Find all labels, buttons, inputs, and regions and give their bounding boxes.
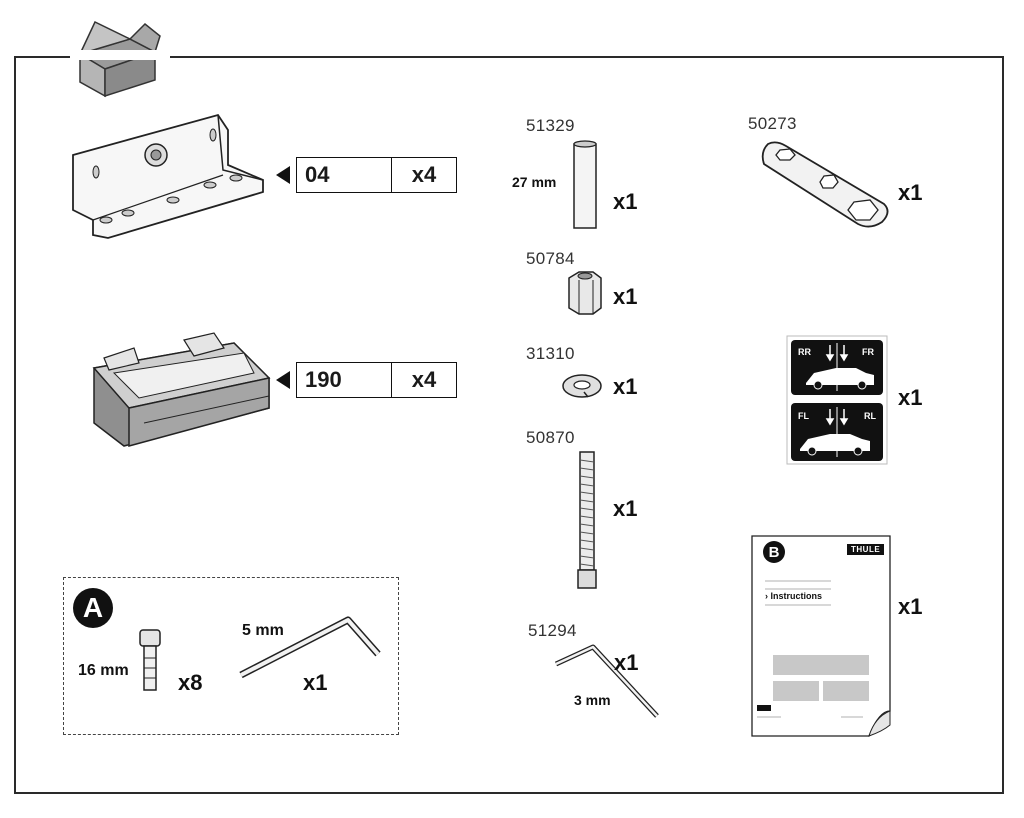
foot-pad-qty: x4 (411, 367, 437, 392)
foot-pad-tag: 190 x4 (276, 361, 457, 399)
booklet-qty: x1 (898, 594, 923, 619)
spacer-tube-illustration (573, 140, 597, 229)
hex-key-5mm-illustration (239, 616, 381, 679)
spacer-length: 27 mm (512, 174, 557, 190)
spacer-qty: x1 (613, 189, 638, 214)
threaded-rod-qty: x1 (613, 496, 638, 521)
hex-key-3mm-size: 3 mm (574, 692, 611, 708)
wrench-illustration (761, 141, 889, 228)
foot-pad-code: 190 (297, 363, 392, 397)
nut-qty: x1 (613, 284, 638, 309)
booklet-title-text: Instructions (770, 591, 823, 601)
parts-frame (14, 56, 1004, 794)
hex-key-5mm-qty: x1 (303, 670, 328, 695)
part-code-spacer: 51329 (526, 116, 575, 135)
sticker-label-fr: FR (862, 347, 874, 357)
bolt-illustration (139, 629, 161, 691)
position-stickers: RR FR FL RL (786, 335, 888, 465)
pointer-arrow-icon (276, 371, 290, 389)
bracket-tag: 04 x4 (276, 156, 457, 194)
threaded-rod-illustration (577, 451, 597, 589)
foot-pad-illustration (92, 332, 271, 447)
thule-logo: THULE (847, 544, 885, 555)
frame-gap (70, 50, 170, 60)
bag-a-badge: A (73, 588, 113, 628)
sticker-label-fl: FL (798, 411, 809, 421)
part-code-wrench: 50273 (748, 114, 797, 133)
part-code-washer: 31310 (526, 344, 575, 363)
part-code-threaded-rod: 50870 (526, 428, 575, 447)
pointer-arrow-icon (276, 166, 290, 184)
hex-key-5mm-size: 5 mm (242, 622, 284, 639)
stickers-qty: x1 (898, 385, 923, 410)
wrench-qty: x1 (898, 180, 923, 205)
hex-key-3mm-qty: x1 (614, 650, 639, 675)
hex-nut-illustration (568, 271, 602, 315)
washer-qty: x1 (613, 374, 638, 399)
bolt-length: 16 mm (78, 662, 129, 679)
sticker-label-rl: RL (864, 411, 876, 421)
bracket-qty: x4 (411, 162, 437, 187)
sticker-label-rr: RR (798, 347, 811, 357)
bolt-qty: x8 (178, 670, 203, 695)
chevron-right-icon: › (765, 591, 768, 601)
instruction-booklet: B THULE › Instructions (751, 535, 891, 737)
bag-a-panel (63, 577, 399, 735)
part-code-hex-key: 51294 (528, 621, 577, 640)
bracket-illustration (72, 113, 264, 239)
booklet-illustration (751, 535, 891, 737)
sticker-sheet-illustration (786, 335, 888, 465)
spring-washer-illustration (562, 374, 602, 398)
booklet-badge: B (763, 541, 785, 563)
hex-key-3mm-illustration (554, 644, 659, 718)
booklet-title: › Instructions (765, 591, 822, 601)
part-code-nut: 50784 (526, 249, 575, 268)
bracket-code: 04 (297, 158, 392, 192)
